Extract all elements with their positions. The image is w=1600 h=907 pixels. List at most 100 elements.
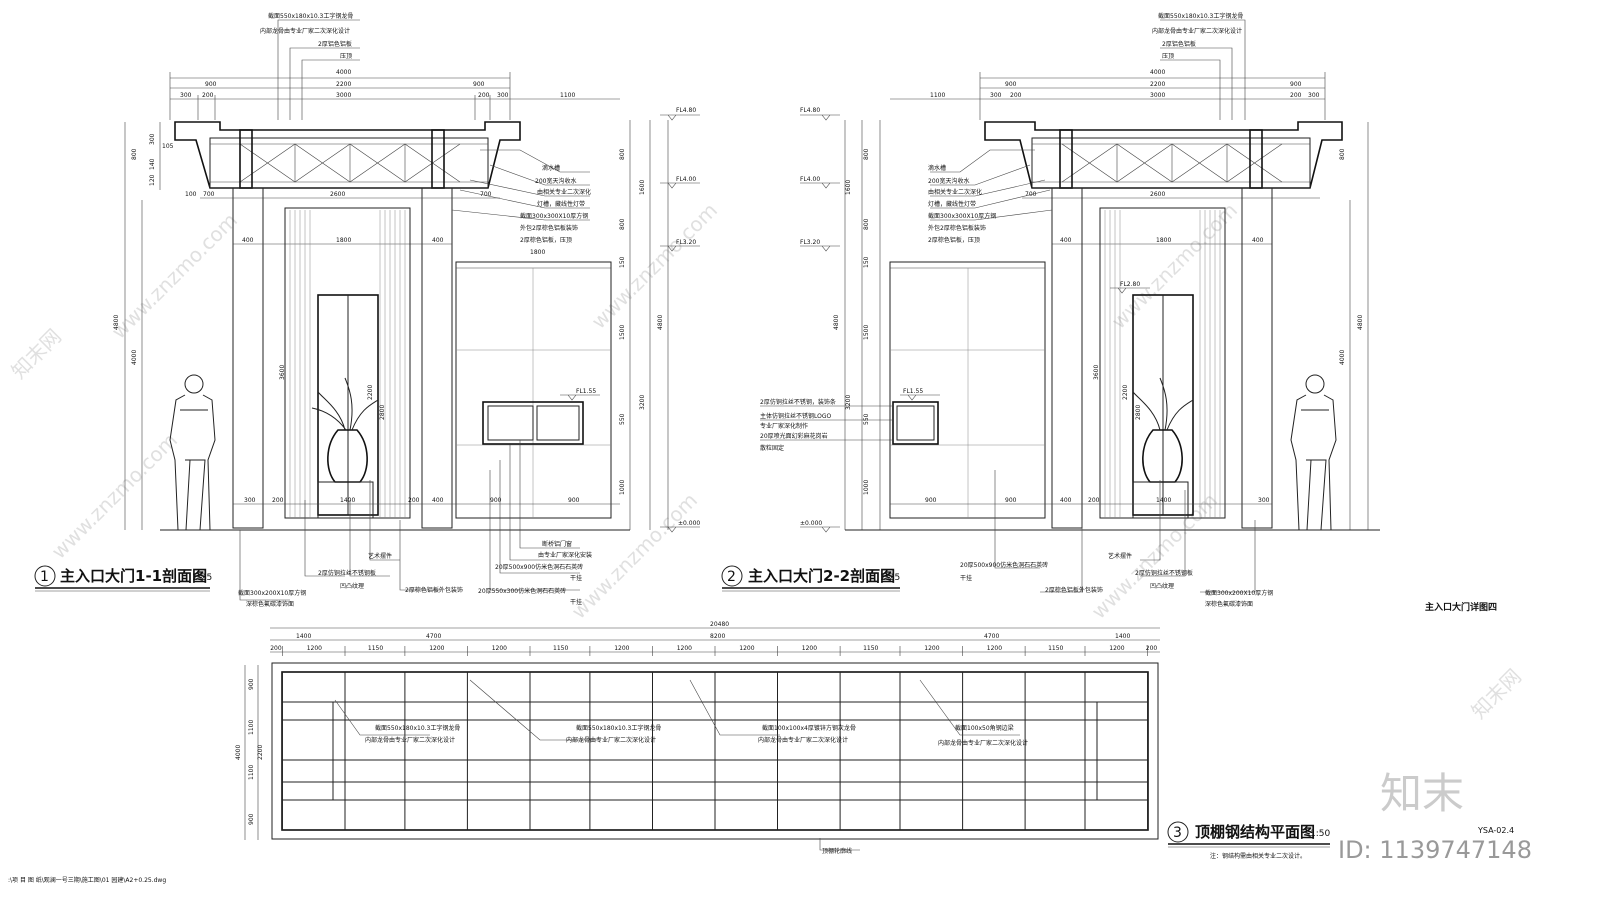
dim: 400 (242, 237, 254, 244)
watermark-site: www.znzmo.com (1087, 488, 1223, 624)
watermark-site: www.znzmo.com (1107, 198, 1243, 334)
note: 200宽天沟收水 (535, 177, 576, 185)
note: 2厚铝色铝板 (1162, 40, 1196, 48)
note: 干挂 (570, 574, 582, 582)
section-title: 主入口大门2-2剖面图 (748, 567, 895, 585)
dim: 150 (863, 256, 870, 268)
dim: 900 (1005, 497, 1017, 504)
stripe-pattern (1104, 210, 1221, 518)
dim: 4700 (984, 633, 999, 640)
dim: 4000 (235, 745, 242, 760)
dim: 3000 (336, 92, 351, 99)
dim: 1000 (619, 480, 626, 495)
note: 干挂 (570, 598, 582, 606)
note: 干挂 (960, 574, 972, 582)
dim: 2800 (1135, 405, 1142, 420)
watermark-id: ID: 1139747148 (1338, 836, 1532, 864)
dim: 2200 (257, 745, 264, 760)
plan-cell-dim: 1200 (307, 645, 322, 652)
note: 截面300x300X10厚方钢 (520, 212, 588, 220)
note: 深棕色氟碳漆饰面 (1205, 600, 1253, 608)
dim: 1600 (845, 180, 852, 195)
note: 由相关专业二次深化 (537, 188, 591, 196)
dim: 3000 (1150, 92, 1165, 99)
dim: 1400 (1156, 497, 1171, 504)
note: 截面300x200X10厚方钢 (1205, 589, 1273, 597)
note: 20厚500x900仿米色洞石石英砖 (495, 563, 583, 571)
note: 凹凸纹理 (340, 582, 364, 590)
plan-cell-dim: 1200 (802, 645, 817, 652)
dim: 200 (1010, 92, 1022, 99)
plan-cell-dim: 1200 (429, 645, 444, 652)
dim: 1100 (248, 765, 255, 780)
dim: 400 (432, 237, 444, 244)
section-number: 3 (1173, 825, 1182, 841)
note: 截面300x200X10厚方钢 (238, 589, 306, 597)
note: 2厚棕色铝板外包装饰 (1045, 586, 1103, 594)
dim: 300 (1258, 497, 1270, 504)
level-label: FL4.80 (676, 107, 696, 114)
dim: 20480 (710, 621, 729, 628)
level-markers: FL4.80 FL4.00 FL3.20 FL1.55 ±0.000 (560, 107, 700, 533)
dim: 120 (149, 174, 156, 186)
watermark-site: www.znzmo.com (47, 428, 183, 564)
dim: 300 (1308, 92, 1320, 99)
dim: 400 (432, 497, 444, 504)
sheet-number: YSA-02.4 (1477, 826, 1514, 835)
dim: 800 (863, 218, 870, 230)
note: 2厚棕色铝板，压顶 (520, 236, 572, 244)
level-label: ±0.000 (678, 520, 700, 527)
stripe-pattern (289, 210, 406, 518)
dim: 300 (990, 92, 1002, 99)
level-label: FL1.55 (576, 388, 596, 395)
plan-note-footer: 注：钢结构需由相关专业二次设计。 (1210, 852, 1306, 860)
dim: 4000 (1339, 350, 1346, 365)
plan-cell-dim: 200 (270, 645, 282, 652)
note: 由专业厂家深化安装 (538, 551, 592, 559)
plan-cell-dim: 1200 (492, 645, 507, 652)
dim: 900 (205, 81, 217, 88)
dim: 1500 (619, 325, 626, 340)
plan-cell-dim: 1200 (1109, 645, 1124, 652)
plan-cell-dim: 1150 (1048, 645, 1063, 652)
level-label: FL3.20 (800, 239, 820, 246)
note: 2厚仿铜拉丝不锈钢板 (318, 569, 376, 577)
note: 20厚550x300仿米色洞石石英砖 (478, 587, 566, 595)
dim: 700 (203, 191, 215, 198)
dim: 3600 (1093, 365, 1100, 380)
dim: 150 (619, 256, 626, 268)
dim: 900 (568, 497, 580, 504)
dim: 2200 (367, 385, 374, 400)
level-label: FL4.00 (800, 176, 820, 183)
dim: 900 (248, 678, 255, 690)
note: 滴水槽 (542, 164, 560, 172)
note: 外包2厚棕色铝板装饰 (520, 224, 578, 232)
dim: 900 (1290, 81, 1302, 88)
watermark-brand: 知末网 (7, 324, 66, 383)
dim: 300 (497, 92, 509, 99)
dim: 900 (490, 497, 502, 504)
level-markers: FL4.80 FL4.00 FL3.20 FL1.55 ±0.000 FL2.8… (800, 107, 1150, 533)
dim: 4800 (1357, 315, 1364, 330)
level-label: FL3.20 (676, 239, 696, 246)
note: 截面300x300X10厚方钢 (928, 212, 996, 220)
dim: 4800 (113, 315, 120, 330)
dim: 900 (925, 497, 937, 504)
dim: 550 (863, 413, 870, 425)
dim: 2600 (330, 191, 345, 198)
note: 截面550x180x10.3工字钢龙骨 (268, 12, 353, 20)
note: 200宽天沟收水 (928, 177, 969, 185)
section-number: 1 (40, 569, 49, 585)
dim: 1400 (1115, 633, 1130, 640)
dim: 200 (408, 497, 420, 504)
section-scale: 1:50 (1310, 829, 1330, 839)
dim: 1800 (1156, 237, 1171, 244)
dim: 8200 (710, 633, 725, 640)
dim: 800 (1339, 148, 1346, 160)
note: 艺术摆件 (1108, 552, 1132, 560)
plan-cell-dim: 1150 (863, 645, 878, 652)
dim: 200 (478, 92, 490, 99)
dim: 1600 (639, 180, 646, 195)
plan-note: 截面550x180x10.3工字钢龙骨 (375, 724, 460, 732)
